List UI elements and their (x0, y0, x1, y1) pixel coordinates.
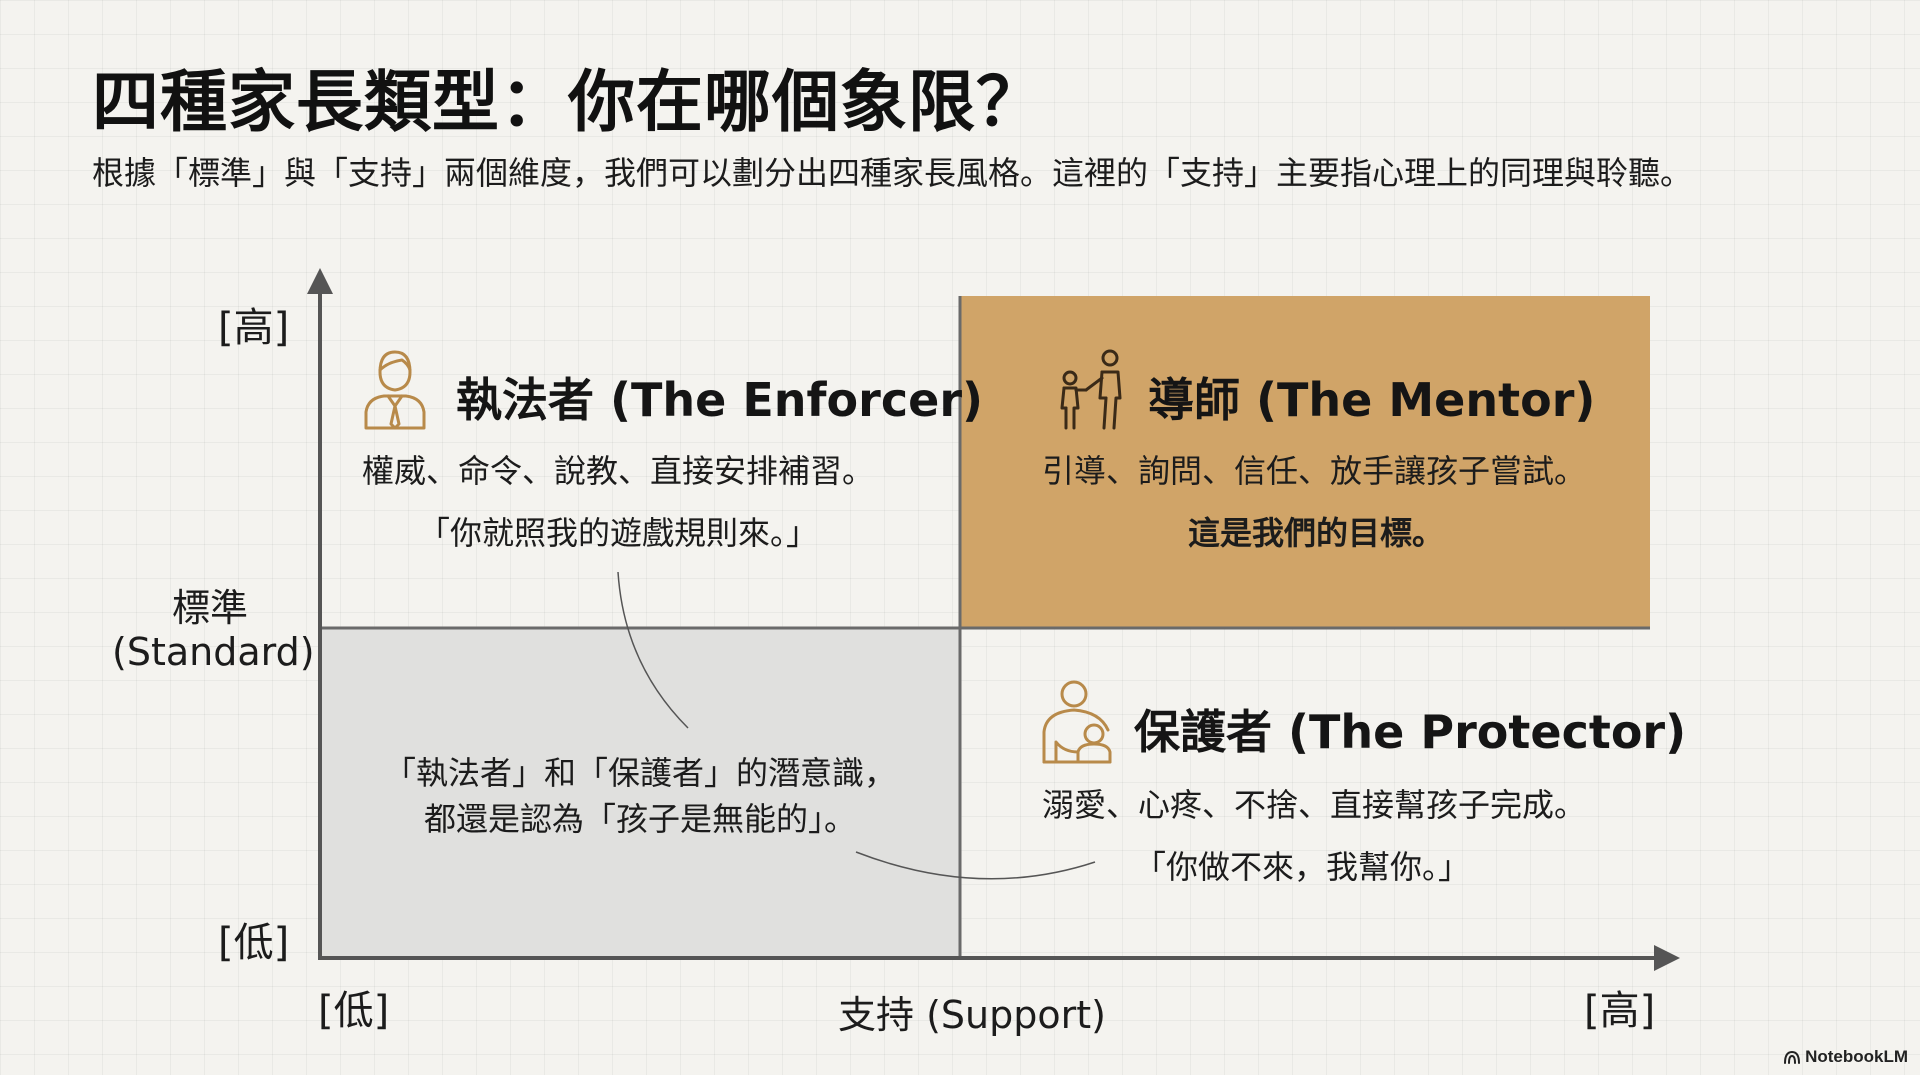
y-axis-title-line1: 標準 (171, 586, 248, 630)
y-axis-low-label: [低] (218, 920, 290, 966)
mentor-title: 導師 (The Mentor) (1148, 373, 1596, 427)
center-note-line1: 「執法者」和「保護者」的潛意識， (383, 754, 896, 792)
enforcer-title: 執法者 (The Enforcer) (456, 373, 984, 427)
x-axis-high-label: [高] (1584, 988, 1656, 1034)
protector-description: 溺愛、心疼、不捨、直接幫孩子完成。 (1042, 786, 1587, 824)
y-axis-title: 標準 (Standard) (112, 586, 315, 674)
brand-watermark: NotebookLM (1783, 1047, 1908, 1067)
quadrant-mentor (960, 296, 1650, 628)
parent-hug-icon (1042, 680, 1112, 764)
protector-title: 保護者 (The Protector) (1134, 705, 1687, 759)
mentor-description: 引導、詢問、信任、放手讓孩子嘗試。 (1042, 452, 1587, 490)
center-note: 「執法者」和「保護者」的潛意識， 都還是認為「孩子是無能的」。 (340, 750, 940, 842)
connector-curve-enforcer (617, 571, 689, 729)
enforcer-quote: 「你就照我的遊戲規則來。」 (418, 514, 819, 552)
y-axis-title-line2: (Standard) (112, 630, 315, 674)
x-axis-title: 支持 (Support) (838, 993, 1106, 1037)
person-tie-icon (364, 350, 426, 430)
notebooklm-logo-icon (1784, 1050, 1801, 1064)
x-axis-arrow (1654, 945, 1680, 971)
connector-curve-protector (855, 851, 1096, 880)
page-title: 四種家長類型：你在哪個象限？ (92, 63, 1044, 141)
y-axis-arrow (307, 268, 333, 294)
x-axis-low-label: [低] (318, 988, 390, 1034)
brand-name: NotebookLM (1805, 1047, 1908, 1066)
enforcer-description: 權威、命令、說教、直接安排補習。 (362, 452, 875, 490)
quadrant-low-low (320, 628, 960, 958)
parent-child-icon (1060, 349, 1122, 430)
y-axis-high-label: [高] (218, 305, 290, 351)
page-subtitle: 根據「標準」與「支持」兩個維度，我們可以劃分出四種家長風格。這裡的「支持」主要指… (92, 154, 1693, 192)
protector-quote: 「你做不來，我幫你。」 (1134, 848, 1471, 886)
mentor-goal: 這是我們的目標。 (1188, 514, 1445, 552)
center-note-line2: 都還是認為「孩子是無能的」。 (423, 800, 856, 838)
